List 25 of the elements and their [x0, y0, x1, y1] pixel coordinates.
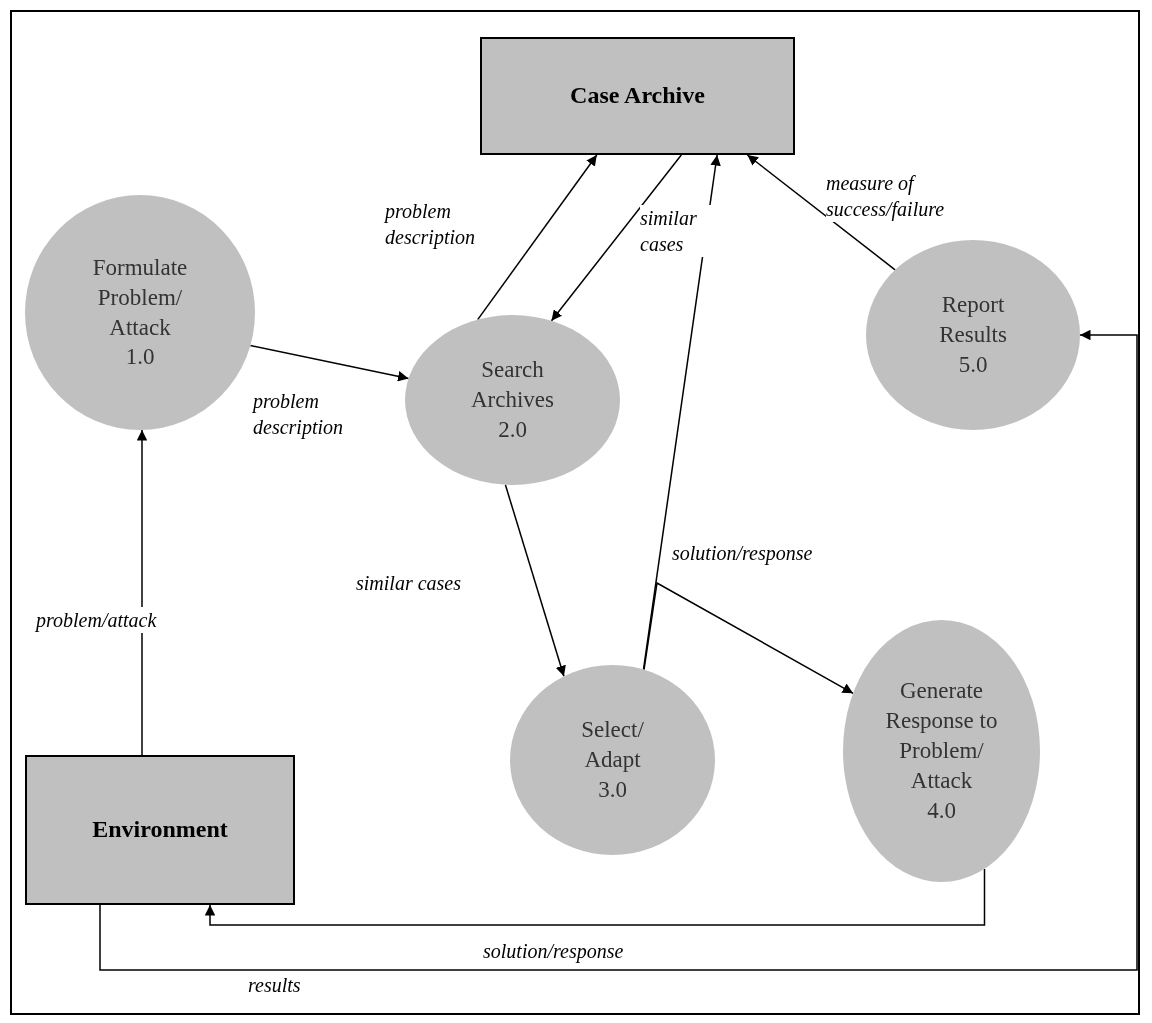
- arrow: [550, 154, 683, 322]
- process-name: Generate Response to Problem/ Attack: [884, 677, 999, 795]
- process-number: 4.0: [927, 796, 956, 825]
- arrow: [642, 154, 721, 671]
- process-number: 5.0: [958, 350, 988, 379]
- arrow: [99, 329, 1138, 971]
- arrow: [746, 154, 896, 271]
- entity-box: [480, 37, 795, 155]
- arrow: [643, 581, 854, 695]
- process-number: 2.0: [498, 415, 527, 444]
- arrow: [476, 154, 598, 321]
- entity-box: [25, 755, 295, 905]
- entity-name: Environment: [92, 815, 228, 845]
- entity-name: Case Archive: [570, 81, 705, 111]
- arrow: [136, 429, 148, 756]
- process-name: Report Results: [938, 291, 1008, 350]
- arrow: [249, 344, 410, 382]
- process-name: Formulate Problem/ Attack: [91, 253, 189, 342]
- process-name: Search Archives: [470, 356, 555, 415]
- arrow: [504, 484, 566, 678]
- process-number: 3.0: [598, 775, 627, 804]
- process-name: Select/ Adapt: [580, 716, 645, 775]
- edge-label: problem/attack: [36, 607, 157, 633]
- arrow: [204, 868, 986, 926]
- process-number: 1.0: [125, 343, 155, 372]
